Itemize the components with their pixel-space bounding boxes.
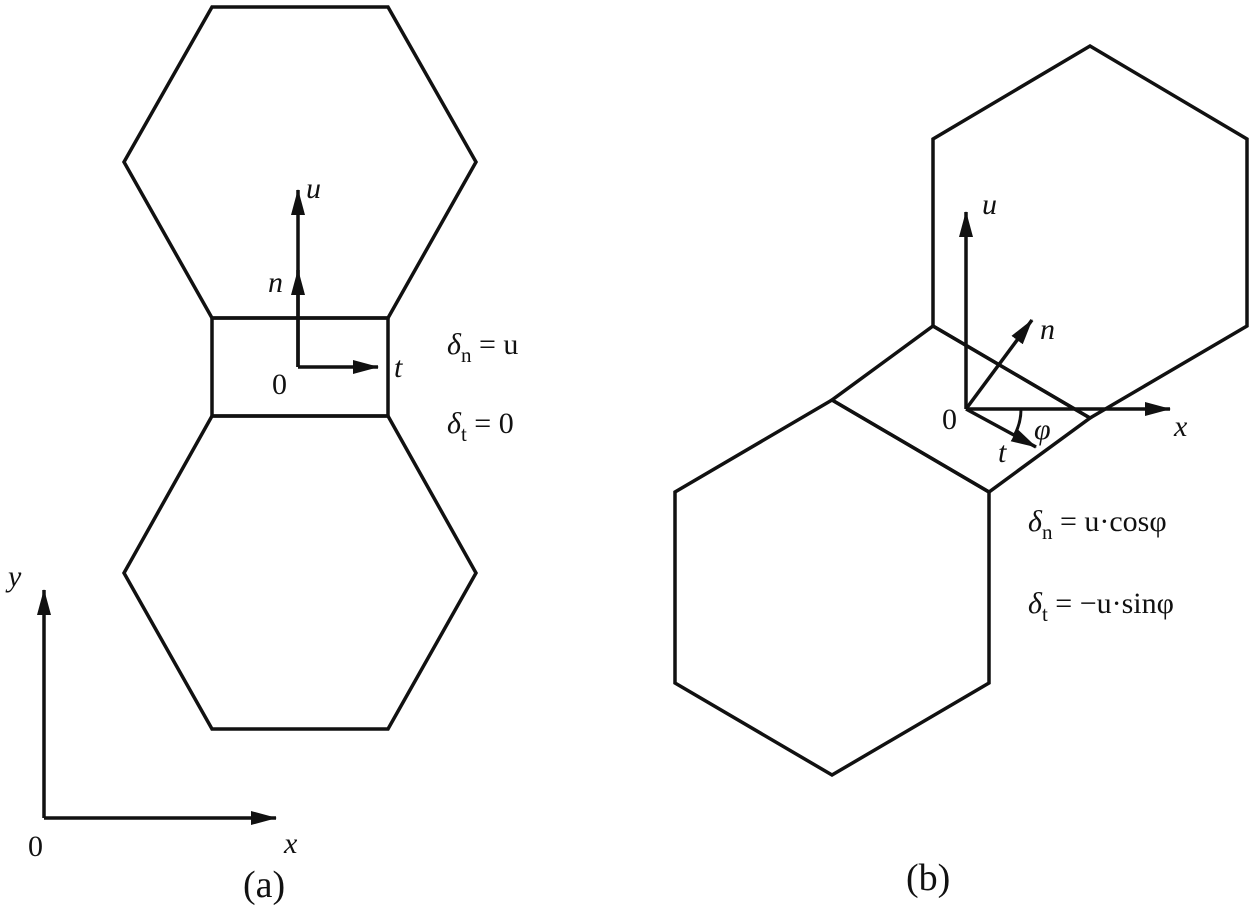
panel-a-contact-cell (210, 316, 390, 418)
panel-b-phi-arc (1012, 408, 1023, 437)
panel-a-global-y-label: y (5, 560, 22, 593)
panel-a-delta-t-equation: δt = 0 (447, 407, 514, 446)
panel-a-n-label: n (268, 266, 283, 299)
panel-a-origin-label: 0 (272, 368, 287, 401)
panel-b-x-label: x (1173, 410, 1188, 443)
panel-b-phi-label: φ (1034, 413, 1051, 446)
panel-b: u n x t φ 0 δn = u·cosφ δt = −u·sinφ (b) (673, 43, 1249, 899)
panel-b-delta-n-equation: δn = u·cosφ (1028, 505, 1167, 544)
panel-b-u-label: u (982, 188, 997, 221)
panel-a-bottom-hexagon (121, 414, 479, 731)
panel-b-t-label: t (998, 436, 1007, 469)
panel-a-global-origin-label: 0 (28, 830, 43, 863)
panel-a-caption: (a) (243, 864, 285, 906)
panel-b-origin-label: 0 (942, 403, 957, 436)
panel-b-lower-hexagon (673, 397, 991, 778)
panel-a-t-label: t (394, 351, 403, 384)
panel-a-top-hexagon (121, 5, 479, 320)
panel-b-n-label: n (1040, 313, 1055, 346)
panel-b-n-arrow (964, 318, 1034, 411)
panel-a-delta-n-equation: δn = u (447, 328, 518, 367)
panel-b-contact-cell (828, 323, 1094, 495)
panel-b-t-arrow (965, 407, 1037, 449)
panel-b-caption: (b) (906, 857, 950, 899)
panel-a-global-x-label: x (283, 827, 298, 860)
panel-a: u n t 0 δn = u δt = 0 y x 0 (a) (5, 5, 518, 906)
panel-b-upper-hexagon (931, 43, 1249, 421)
panel-a-u-label: u (306, 172, 321, 205)
panel-b-delta-t-equation: δt = −u·sinφ (1028, 587, 1174, 626)
